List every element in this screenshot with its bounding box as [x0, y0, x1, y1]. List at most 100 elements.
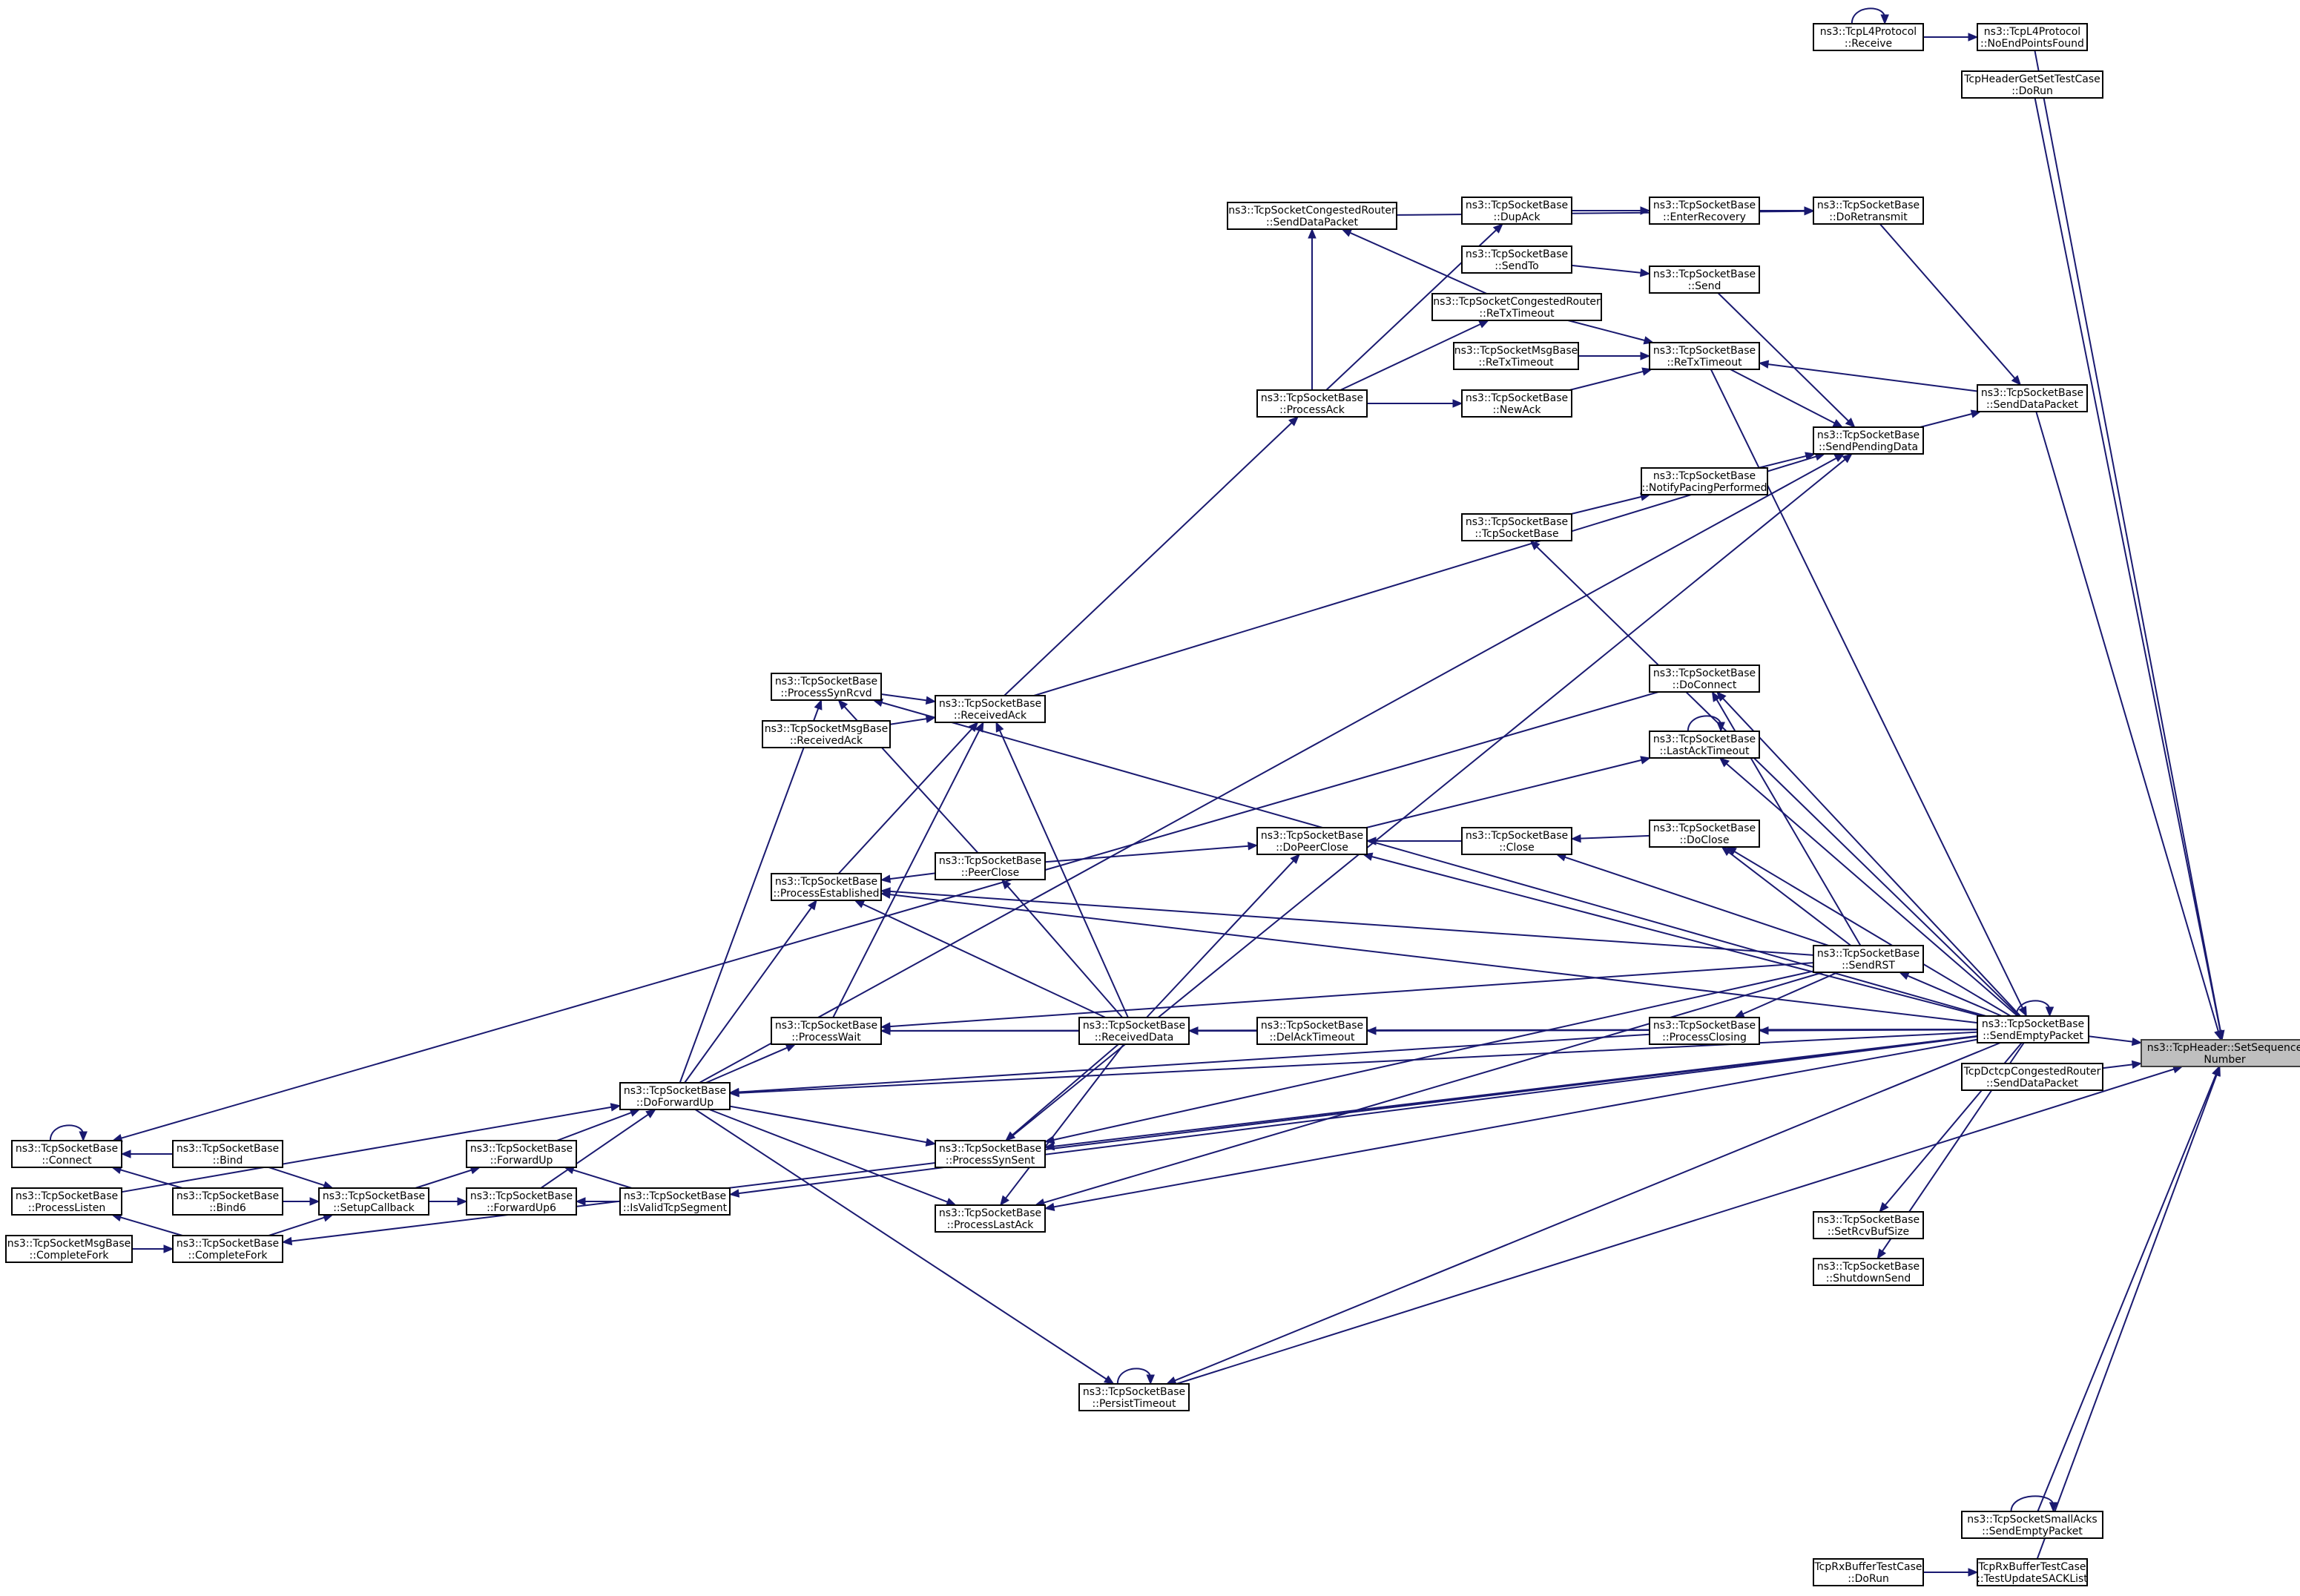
edge-n30-to-n21: [832, 721, 984, 1018]
graph-node-n32[interactable]: ns3::TcpSocketBase::DelAckTimeout: [1256, 1017, 1368, 1045]
node-label-line: ns3::TcpSocketBase: [1653, 268, 1756, 280]
node-label-line: ns3::TcpSocketMsgBase: [7, 1238, 131, 1250]
node-label-line: ::Receive: [1845, 38, 1892, 50]
graph-node-n47[interactable]: ns3::TcpSocketMsgBase::CompleteFork: [5, 1235, 133, 1263]
graph-node-n8[interactable]: ns3::TcpSocketBase::SendTo: [1461, 245, 1572, 274]
graph-node-n36[interactable]: ns3::TcpSocketBase::DoForwardUp: [619, 1082, 731, 1110]
graph-node-n17[interactable]: ns3::TcpSocketBase::NotifyPacingPerforme…: [1641, 467, 1768, 495]
graph-node-n19[interactable]: ns3::TcpSocketBase::DoConnect: [1649, 665, 1760, 693]
edge-line: [1535, 545, 2020, 1017]
graph-node-n18[interactable]: ns3::TcpSocketBase::TcpSocketBase: [1461, 513, 1572, 541]
graph-node-n29[interactable]: ns3::TcpSocketBase::SendRST: [1813, 945, 1924, 973]
graph-node-n45[interactable]: ns3::TcpSocketBase::IsValidTcpSegment: [619, 1187, 731, 1216]
graph-node-n34[interactable]: ns3::TcpSocketBase::SendEmptyPacket: [1977, 1015, 2089, 1043]
node-box: [1813, 1258, 1924, 1286]
graph-node-n20[interactable]: ns3::TcpSocketBase::ProcessSynRcvd: [771, 673, 882, 701]
graph-node-n24[interactable]: ns3::TcpSocketBase::DoClose: [1649, 820, 1760, 848]
node-label-line: ::ShutdownSend: [1826, 1273, 1911, 1285]
edge-n29-to-n33: [1733, 972, 1839, 1018]
graph-node-n30[interactable]: ns3::TcpSocketBase::ProcessWait: [771, 1017, 882, 1045]
node-label-line: ns3::TcpSocketBase: [1466, 830, 1568, 842]
graph-node-n26[interactable]: ns3::TcpSocketBase::Close: [1461, 827, 1572, 855]
node-box: [619, 1187, 731, 1216]
arrowhead: [1711, 690, 1721, 702]
graph-node-n39[interactable]: ns3::TcpSocketBase::ForwardUp: [466, 1140, 577, 1168]
graph-node-n52[interactable]: ns3::TcpSocketSmallAcks::SendEmptyPacket: [1961, 1511, 2103, 1539]
node-box: [1649, 731, 1760, 759]
edge-line: [2015, 1000, 2051, 1017]
node-label-line: ::ProcessLastAck: [947, 1219, 1035, 1231]
graph-node-n40[interactable]: ns3::TcpSocketBase::ProcessSynSent: [935, 1140, 1046, 1168]
graph-node-n9[interactable]: ns3::TcpSocketBase::Send: [1649, 266, 1760, 294]
arrowhead: [728, 1189, 740, 1198]
edge-line: [737, 1033, 1650, 1093]
edge-line: [1010, 1043, 1119, 1137]
node-label-line: ::SendEmptyPacket: [1983, 1030, 2083, 1042]
graph-node-n10[interactable]: ns3::TcpSocketCongestedRouter::ReTxTimeo…: [1431, 293, 1602, 321]
graph-node-n13[interactable]: ns3::TcpSocketBase::ProcessAck: [1256, 389, 1368, 418]
edge-n42-to-n37: [111, 1166, 183, 1189]
graph-node-n44[interactable]: ns3::TcpSocketBase::ForwardUp6: [466, 1187, 577, 1216]
graph-node-n3[interactable]: TcpHeaderGetSetTestCase::DoRun: [1961, 70, 2103, 99]
graph-node-n50[interactable]: ns3::TcpSocketBase::ShutdownSend: [1813, 1258, 1924, 1286]
arrowhead: [457, 1197, 468, 1206]
node-label-line: ns3::TcpSocketBase: [470, 1143, 573, 1155]
graph-node-n1[interactable]: ns3::TcpL4Protocol::NoEndPointsFound: [1977, 23, 2088, 51]
graph-node-n35[interactable]: TcpDctcpCongestedRouter::SendDataPacket: [1961, 1063, 2103, 1091]
arrowhead: [1876, 1248, 1886, 1260]
graph-node-n6[interactable]: ns3::TcpSocketBase::DupAck: [1461, 197, 1572, 225]
arrowhead: [610, 1103, 622, 1112]
arrowhead: [1833, 453, 1845, 463]
node-box: [935, 695, 1046, 723]
graph-node-n5[interactable]: ns3::TcpSocketBase::EnterRecovery: [1649, 197, 1760, 225]
node-box: [1813, 426, 1924, 455]
graph-node-n16[interactable]: ns3::TcpSocketBase::SendPendingData: [1813, 426, 1924, 455]
graph-node-n22[interactable]: ns3::TcpSocketMsgBase::ReceivedAck: [762, 720, 891, 748]
graph-node-n21[interactable]: ns3::TcpSocketBase::ReceivedAck: [935, 695, 1046, 723]
graph-node-n54[interactable]: TcpRxBufferTestCase::DoRun: [1813, 1558, 1924, 1586]
graph-node-n12[interactable]: ns3::TcpSocketMsgBase::ReTxTimeout: [1453, 342, 1579, 370]
edge-line: [729, 1105, 929, 1144]
graph-node-n41[interactable]: ns3::TcpSocketBase::ProcessListen: [11, 1187, 122, 1216]
graph-node-n23[interactable]: ns3::TcpSocketBase::LastAckTimeout: [1649, 731, 1760, 759]
edge-line: [1571, 495, 1644, 515]
edge-line: [889, 717, 929, 725]
edge-n45-to-n44: [575, 1197, 620, 1206]
graph-node-n25[interactable]: ns3::TcpSocketBase::DoPeerClose: [1256, 827, 1368, 855]
graph-node-n46[interactable]: ns3::TcpSocketBase::ProcessLastAck: [935, 1204, 1046, 1233]
graph-node-n37[interactable]: ns3::TcpSocketBase::Connect: [11, 1140, 122, 1168]
graph-node-n42[interactable]: ns3::TcpSocketBase::Bind6: [172, 1187, 283, 1216]
graph-node-n33[interactable]: ns3::TcpSocketBase::ProcessClosing: [1649, 1017, 1760, 1045]
edge-line: [1717, 292, 1851, 423]
graph-node-n51[interactable]: ns3::TcpSocketBase::PersistTimeout: [1078, 1383, 1190, 1411]
node-box: [1977, 1015, 2089, 1043]
node-box: [1641, 467, 1768, 495]
arrowhead: [925, 714, 937, 723]
graph-node-n28[interactable]: ns3::TcpSocketBase::ProcessEstablished: [771, 873, 882, 901]
arrowhead: [1001, 879, 1012, 890]
graph-node-n14[interactable]: ns3::TcpSocketBase::NewAck: [1461, 389, 1572, 418]
graph-node-n7[interactable]: ns3::TcpSocketCongestedRouter::SendDataP…: [1227, 202, 1397, 230]
graph-node-n31[interactable]: ns3::TcpSocketBase::ReceivedData: [1078, 1017, 1190, 1045]
node-label-line: ns3::TcpSocketBase: [775, 876, 877, 888]
arrowhead: [1005, 1131, 1016, 1141]
node-label-line: ns3::TcpL4Protocol: [1984, 26, 2080, 38]
graph-node-n38[interactable]: ns3::TcpSocketBase::Bind: [172, 1140, 283, 1168]
node-label-line: TcpRxBufferTestCase: [1813, 1561, 1922, 1573]
graph-node-n53[interactable]: TcpRxBufferTestCase::TestUpdateSACKList: [1977, 1558, 2088, 1586]
edge-n31-to-n40: [1005, 1043, 1119, 1141]
graph-node-n4[interactable]: ns3::TcpSocketBase::DoRetransmit: [1813, 197, 1924, 225]
edge-n23-to-n23: [1687, 715, 1725, 733]
graph-node-n27[interactable]: ns3::TcpSocketBase::PeerClose: [935, 852, 1046, 880]
graph-node-n43[interactable]: ns3::TcpSocketBase::SetupCallback: [318, 1187, 429, 1216]
edge-line: [1905, 975, 2003, 1017]
graph-node-n11[interactable]: ns3::TcpSocketBase::ReTxTimeout: [1649, 342, 1760, 370]
graph-node-n49[interactable]: ns3::TcpSocketBase::SetRcvBufSize: [1813, 1211, 1924, 1239]
node-label-line: ::DoPeerClose: [1276, 842, 1348, 854]
edge-line: [2034, 97, 2221, 1033]
graph-node-n2[interactable]: ns3::TcpL4Protocol::Receive: [1813, 23, 1924, 51]
graph-node-n48[interactable]: ns3::TcpSocketBase::CompleteFork: [172, 1235, 283, 1263]
graph-node-n15[interactable]: ns3::TcpSocketBase::SendDataPacket: [1977, 384, 2088, 412]
